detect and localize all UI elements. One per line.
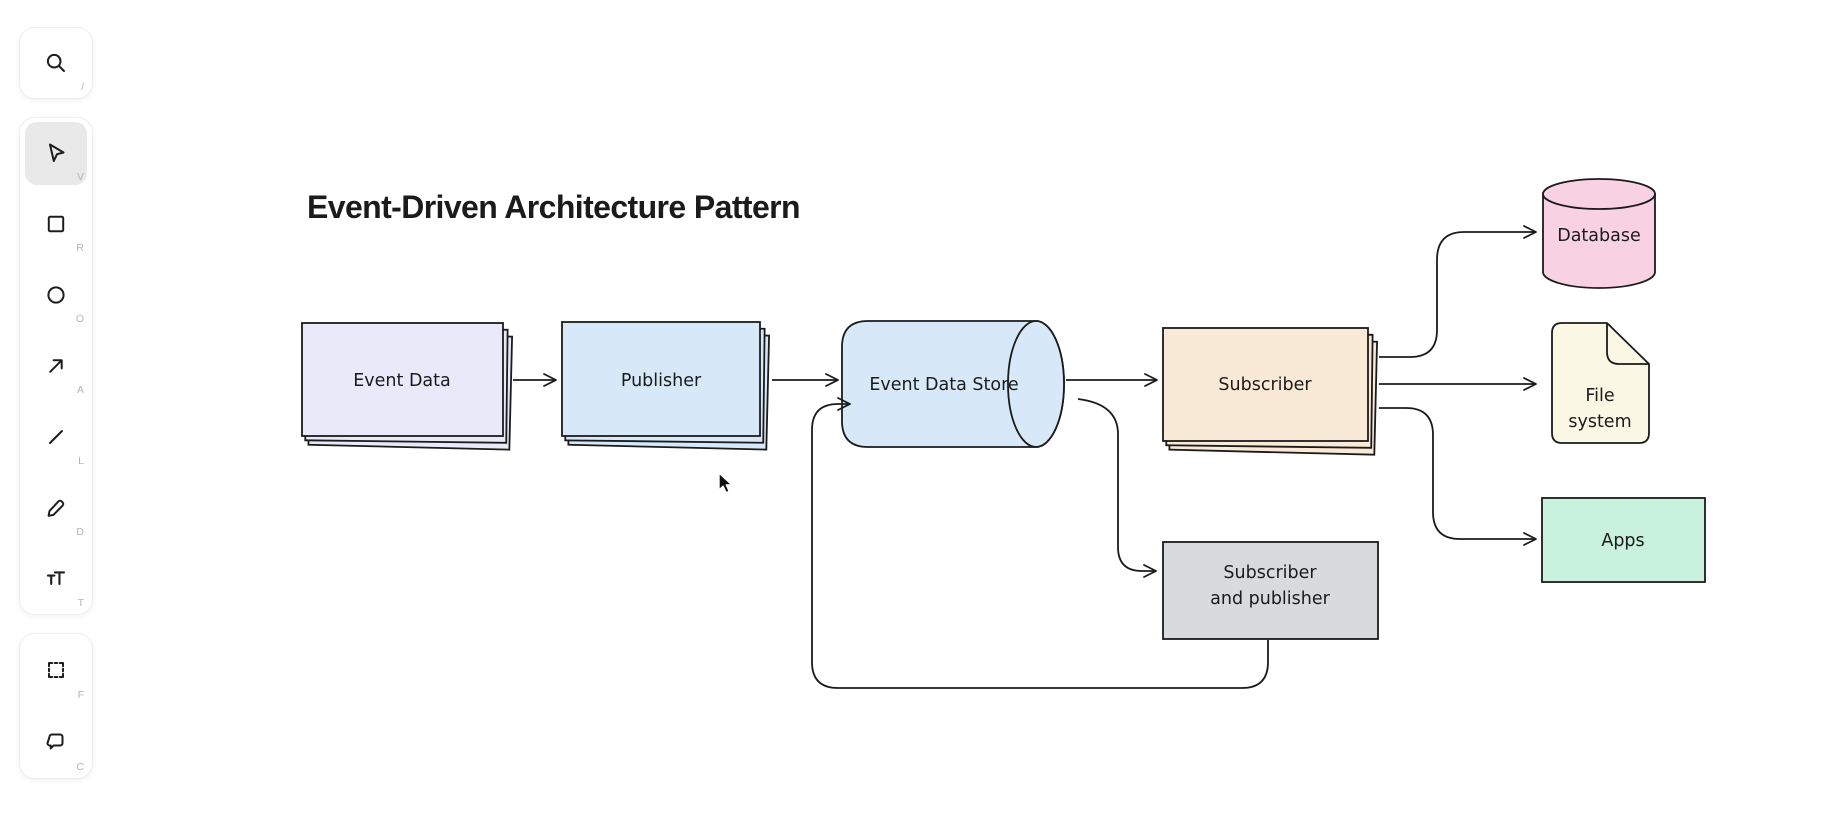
node-database[interactable]: Database [1542,178,1656,289]
shortcut-label: D [76,525,84,538]
shortcut-label: R [76,242,84,255]
search-shortcut: / [81,80,84,93]
comment-icon [46,733,64,750]
tool-draw[interactable]: D [20,472,92,543]
node-label: Publisher [621,371,702,391]
active-tool-highlight [25,122,87,185]
node-label: Database [1557,226,1641,246]
node-label: Subscriber [1223,563,1317,583]
cylinder-body [1542,193,1656,289]
node-publisher[interactable]: Publisher [561,321,771,451]
document-fold [1606,323,1649,365]
edges [513,225,1537,689]
node-rect [1541,497,1706,583]
toolbar-extra-card: F C [19,633,93,779]
node-rect [561,321,761,437]
node-rect [1162,327,1369,442]
search-icon [46,53,65,72]
search-tool-button[interactable]: / [20,28,92,98]
diagram-title[interactable]: Event-Driven Architecture Pattern [307,189,801,225]
edge-subscriber-to-database[interactable] [1379,225,1537,358]
node-label: File [1585,386,1614,406]
edge-subpub-loop-to-store[interactable] [811,397,1269,689]
tool-select[interactable]: V [20,118,92,189]
mouse-cursor [718,472,733,494]
shortcut-label: T [77,596,84,609]
cursor-select-icon [49,143,65,163]
shortcut-label: A [76,383,84,396]
shortcut-label: V [76,171,84,184]
node-event-data-store[interactable]: Event Data Store [841,320,1065,448]
node-event-data[interactable]: Event Data [301,322,514,451]
tool-comment[interactable]: C [20,706,92,778]
ellipse-icon [47,286,65,304]
edge-store-to-subpub[interactable] [1077,398,1157,578]
node-label: system [1568,412,1631,432]
tool-frame[interactable]: F [20,634,92,706]
shortcut-label: L [78,454,84,467]
node-label: Subscriber [1218,375,1312,395]
text-icon [46,570,66,585]
node-file-system[interactable]: File system [1551,322,1650,444]
node-subscriber[interactable]: Subscriber [1162,327,1378,456]
tool-arrow[interactable]: A [20,331,92,402]
toolbar-main-card: V R O A L [19,117,93,615]
shortcut-label: O [75,313,84,326]
tool-ellipse[interactable]: O [20,260,92,331]
node-label: Event Data [353,371,450,391]
node-label: Apps [1601,531,1644,551]
rectangle-icon [47,216,65,233]
tool-text[interactable]: T [20,543,92,614]
shortcut-label: F [77,688,84,701]
line-icon [49,429,63,444]
node-subscriber-and-publisher[interactable]: Subscriber and publisher [1162,541,1379,640]
pencil-draw-icon [47,499,65,517]
toolbar-search-card: / [19,27,93,99]
node-rect [301,322,504,437]
cylinder-cap [1542,178,1656,210]
shortcut-label: C [76,760,84,773]
edge-subscriber-to-apps[interactable] [1379,407,1537,546]
node-label: Event Data Store [869,375,1018,395]
tool-line[interactable]: L [20,401,92,472]
tool-rectangle[interactable]: R [20,189,92,260]
node-label: and publisher [1210,589,1330,609]
node-rect [1162,541,1379,640]
cylinder-cap [1007,320,1065,448]
node-apps[interactable]: Apps [1541,497,1706,583]
frame-icon [48,662,64,678]
arrow-icon [49,359,63,373]
cursor-arrow [718,472,733,494]
document-shape [1551,322,1650,444]
